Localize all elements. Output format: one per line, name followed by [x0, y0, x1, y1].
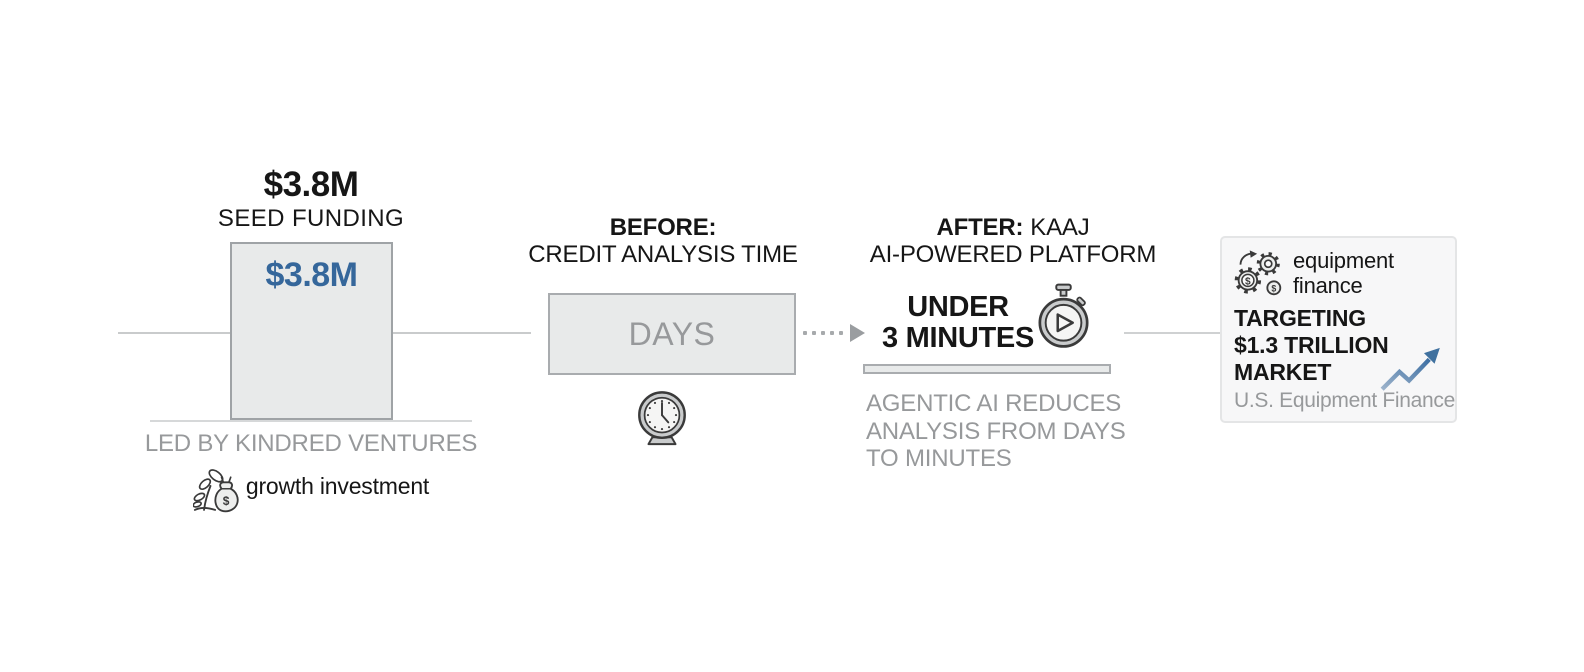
funding-bar: $3.8M — [230, 242, 393, 420]
dollar-glyph: $ — [223, 494, 230, 508]
after-note: AGENTIC AI REDUCES ANALYSIS FROM DAYS TO… — [866, 390, 1126, 472]
funding-amount: $3.8M — [263, 165, 359, 204]
market-category: equipment finance — [1293, 248, 1394, 298]
desk-clock-icon — [633, 389, 691, 452]
days-duration-box: DAYS — [548, 293, 796, 375]
plant-money-bag-icon: $ — [192, 469, 239, 513]
dollar-glyph: $ — [1245, 276, 1251, 287]
days-label: DAYS — [628, 315, 716, 352]
market-sublabel: U.S. Equipment Finance — [1234, 389, 1456, 412]
under-3-minutes-text: UNDER 3 MINUTES — [882, 291, 1034, 354]
before-subtitle: CREDIT ANALYSIS TIME — [528, 241, 798, 268]
minutes-duration-bar — [863, 364, 1111, 374]
market-card: $ $ equipment finance TARGETING $1.3 TRI… — [1220, 236, 1457, 423]
before-title: BEFORE: — [609, 214, 717, 241]
funding-bar-value: $3.8M — [265, 256, 359, 294]
stopwatch-play-icon — [1036, 283, 1092, 354]
arrowhead — [850, 324, 865, 342]
funding-label: SEED FUNDING — [217, 205, 405, 232]
after-title-rest: KAAJ — [1030, 214, 1090, 241]
after-heading: AFTER:KAAJ AI-POWERED PLATFORM — [863, 214, 1163, 268]
after-title: AFTER: — [936, 214, 1024, 241]
funding-heading: $3.8M SEED FUNDING — [161, 166, 461, 233]
after-subtitle: AI-POWERED PLATFORM — [869, 241, 1157, 268]
before-heading: BEFORE: CREDIT ANALYSIS TIME — [513, 214, 813, 268]
market-category-row: $ $ equipment finance — [1234, 248, 1443, 298]
dotted-right-arrow — [803, 324, 865, 342]
dollar-glyph: $ — [1271, 283, 1276, 293]
growth-investment-row: $ growth investment — [131, 458, 491, 514]
axis-baseline — [150, 420, 472, 422]
timeline-connector-right — [1124, 332, 1221, 334]
growth-investment-label: growth investment — [245, 472, 430, 499]
led-by-text: LED BY KINDRED VENTURES — [144, 430, 478, 457]
gears-dollar-icon: $ $ — [1234, 250, 1282, 296]
trend-up-arrow-icon — [1379, 344, 1443, 399]
market-headline: TARGETING $1.3 TRILLION MARKET — [1234, 305, 1389, 385]
